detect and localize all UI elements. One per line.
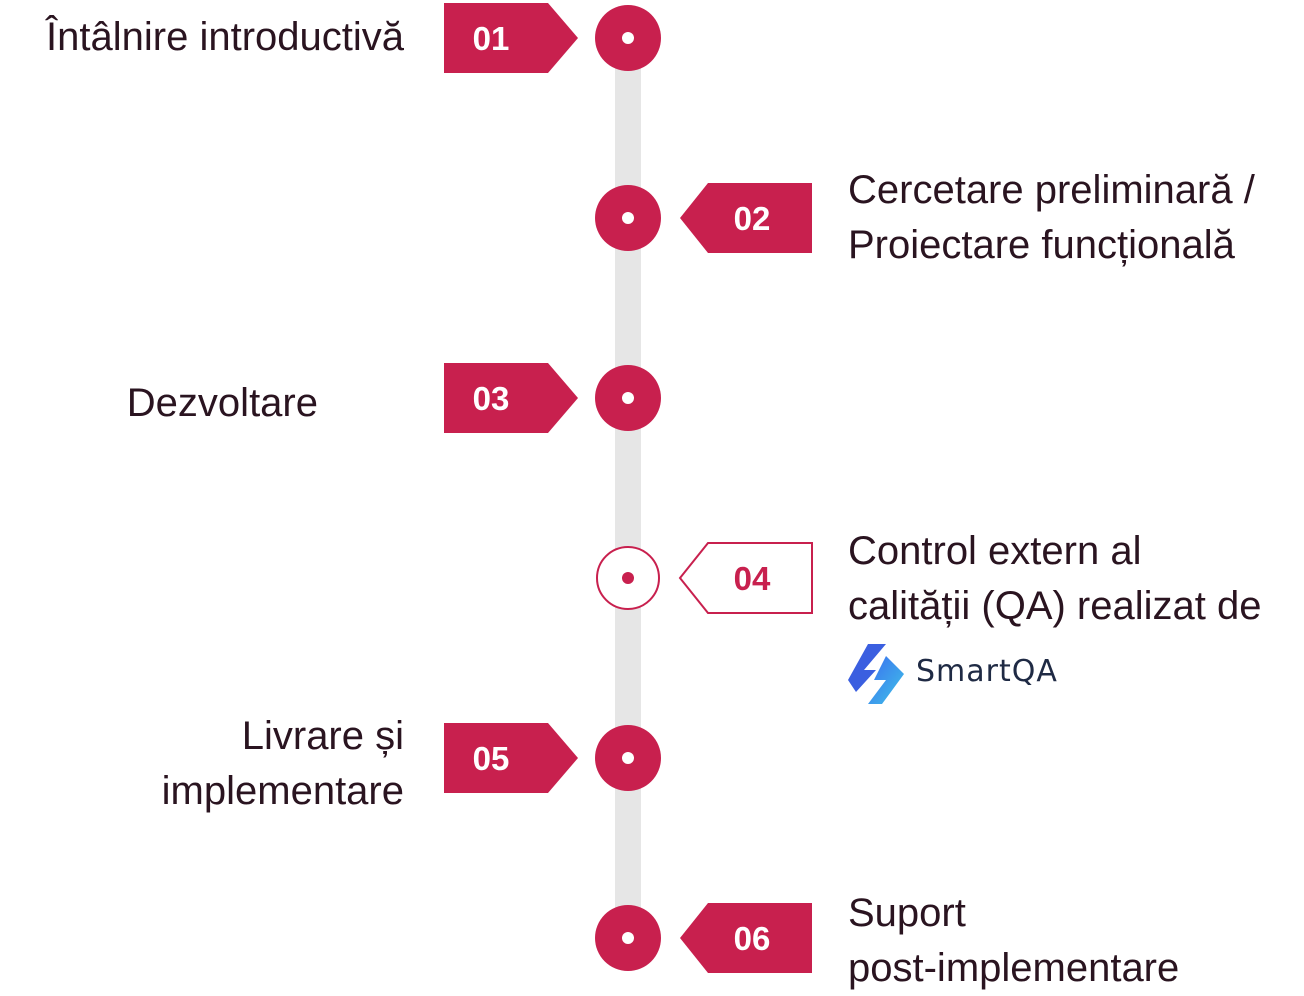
step-05-tag	[444, 723, 578, 793]
step-02-marker-dot	[622, 212, 634, 224]
step-01-label: Întâlnire introductivă	[0, 10, 404, 65]
step-04-label-line-1: Control extern al	[848, 529, 1142, 573]
smartqa-logo-icon	[848, 644, 904, 704]
step-05-number: 05	[473, 740, 510, 777]
step-number-tags: 01 02 03 04 05 06	[444, 3, 813, 973]
step-03-tag	[444, 363, 578, 433]
timeline-rail	[615, 38, 641, 942]
step-06-marker-dot	[622, 932, 634, 944]
step-01-number: 01	[473, 20, 510, 57]
smartqa-logo-wordmark: SmartQA	[916, 654, 1058, 689]
step-06-tag	[680, 903, 812, 973]
step-03-label-line-1: Dezvoltare	[126, 381, 318, 425]
timeline-markers	[595, 5, 661, 971]
step-01-tag	[444, 3, 578, 73]
step-04-label-line-2: calității (QA) realizat de	[848, 584, 1262, 628]
step-02-number: 02	[734, 200, 771, 237]
step-05-label-line-1: Livrare și	[241, 714, 404, 758]
step-06-label-line-1: Suport	[848, 891, 966, 935]
step-04-marker-dot	[622, 572, 634, 584]
step-04-label: Control extern al calității (QA) realiza…	[848, 524, 1300, 634]
step-02-label-line-2: Proiectare funcțională	[848, 223, 1235, 267]
step-03-marker-dot	[622, 392, 634, 404]
step-05-label: Livrare și implementare	[0, 709, 404, 819]
step-03-label: Dezvoltare	[0, 376, 318, 431]
step-04-tag	[678, 542, 813, 614]
step-02-label-line-1: Cercetare preliminară /	[848, 168, 1255, 212]
step-01-marker-dot	[622, 32, 634, 44]
step-05-marker-dot	[622, 752, 634, 764]
step-02-label: Cercetare preliminară / Proiectare funcț…	[848, 163, 1298, 273]
step-03-number: 03	[473, 380, 510, 417]
step-04-number: 04	[734, 560, 771, 597]
smartqa-logo: SmartQA	[846, 640, 1086, 710]
step-06-label: Suport post-implementare	[848, 886, 1298, 996]
step-02-tag	[680, 183, 812, 253]
step-06-number: 06	[734, 920, 771, 957]
step-01-label-line-1: Întâlnire introductivă	[46, 15, 404, 59]
step-05-label-line-2: implementare	[161, 769, 404, 813]
step-06-label-line-2: post-implementare	[848, 946, 1180, 990]
